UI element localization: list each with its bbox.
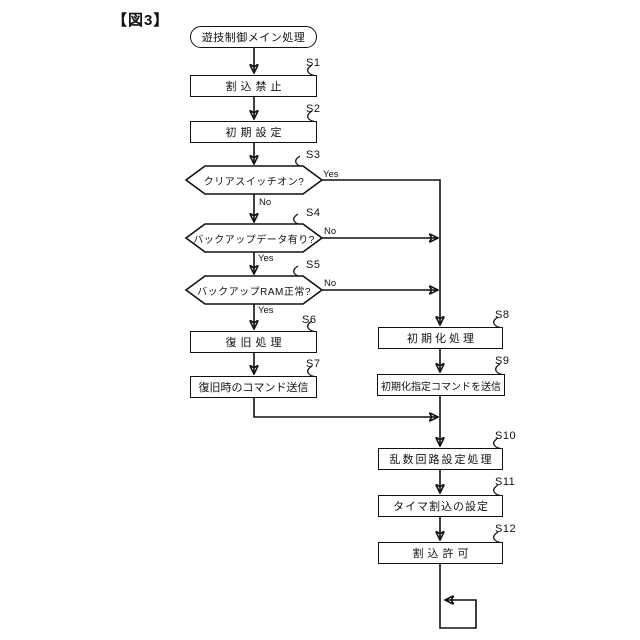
- step-label-s1: S1: [306, 57, 321, 69]
- process-s2-initial-setting: 初期設定: [190, 121, 317, 143]
- process-s10-random-circuit-setting: 乱数回路設定処理: [378, 448, 503, 470]
- process-s1-interrupt-disable: 割込禁止: [190, 75, 317, 97]
- hexagon-shape: [184, 275, 324, 305]
- node-label: 初期化指定コマンドを送信: [381, 381, 501, 393]
- branch-label-s5-yes: Yes: [258, 305, 274, 316]
- branch-label-s4-no: No: [324, 226, 337, 237]
- decision-s3-clear-switch: クリアスイッチオン?: [184, 165, 324, 195]
- step-label-s4: S4: [306, 207, 321, 219]
- node-label: バックアップRAM正常?: [197, 286, 311, 298]
- process-s9-init-command-send: 初期化指定コマンドを送信: [377, 374, 505, 396]
- step-label-s10: S10: [495, 430, 517, 442]
- node-label: 割込禁止: [225, 81, 286, 93]
- branch-label-s3-no: No: [259, 197, 272, 208]
- node-label: バックアップデータ有り?: [193, 234, 315, 246]
- node-label: 復旧処理: [225, 337, 286, 349]
- step-label-s2: S2: [306, 103, 321, 115]
- hexagon-shape: [184, 165, 324, 195]
- start-terminal-label: 遊技制御メイン処理: [201, 32, 306, 44]
- process-s6-recovery: 復旧処理: [190, 331, 317, 353]
- hexagon-shape: [184, 223, 324, 253]
- step-label-s6: S6: [302, 314, 317, 326]
- node-label: タイマ割込の設定: [393, 501, 489, 513]
- node-label: クリアスイッチオン?: [203, 176, 305, 188]
- process-s11-timer-interrupt-setting: タイマ割込の設定: [378, 495, 503, 517]
- edge-s3-yes-to-s8: [322, 179, 440, 325]
- edge-s7-to-merge: [253, 398, 438, 417]
- branch-label-s4-yes: Yes: [258, 253, 274, 264]
- start-terminal: 遊技制御メイン処理: [190, 26, 317, 48]
- node-label: 乱数回路設定処理: [389, 454, 494, 466]
- branch-label-s5-no: No: [324, 278, 337, 289]
- step-label-s7: S7: [306, 358, 321, 370]
- node-label: 初期設定: [225, 127, 286, 139]
- node-label: 割込許可: [412, 548, 473, 560]
- decision-s5-backup-ram: バックアップRAM正常?: [184, 275, 324, 305]
- node-label: 初期化処理: [407, 333, 477, 345]
- step-label-s3: S3: [306, 149, 321, 161]
- step-label-s5: S5: [306, 259, 321, 271]
- step-label-s9: S9: [495, 355, 510, 367]
- process-s12-interrupt-enable: 割込許可: [378, 542, 503, 564]
- step-label-s8: S8: [495, 309, 510, 321]
- step-label-s11: S11: [495, 476, 516, 488]
- branch-label-s3-yes: Yes: [323, 169, 339, 180]
- node-label: 復旧時のコマンド送信: [198, 382, 309, 394]
- step-label-s12: S12: [495, 523, 517, 535]
- edge-s12-endless-loop: [439, 564, 477, 629]
- decision-s4-backup-data: バックアップデータ有り?: [184, 223, 324, 253]
- process-s7-recovery-command-send: 復旧時のコマンド送信: [190, 376, 317, 398]
- figure-title: 【図3】: [112, 12, 170, 29]
- process-s8-initialization: 初期化処理: [378, 327, 503, 349]
